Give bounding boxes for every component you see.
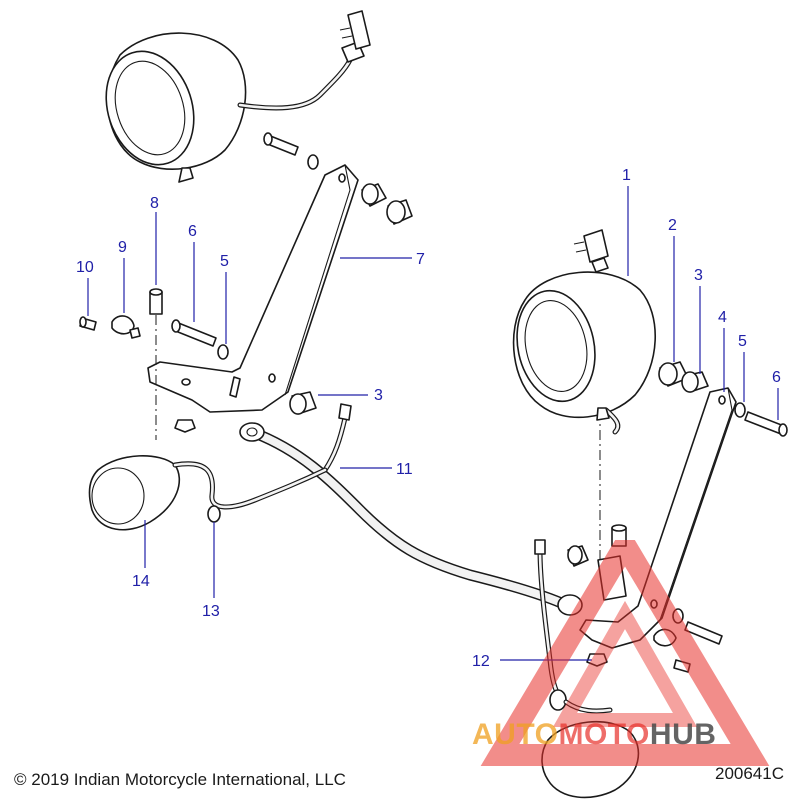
upper-spacer-pair bbox=[361, 183, 413, 225]
callout-12: 12 bbox=[472, 653, 490, 670]
watermark-auto: AUTO bbox=[472, 718, 559, 751]
callout-11: 11 bbox=[396, 461, 413, 478]
callout-14: 14 bbox=[132, 573, 150, 590]
right-headlight bbox=[512, 229, 656, 435]
callout-6-left: 6 bbox=[188, 223, 197, 240]
watermark-wordmark: AUTOMOTOHUB bbox=[472, 718, 716, 752]
watermark-triangle-outer bbox=[480, 540, 770, 766]
callout-5-right: 5 bbox=[738, 333, 747, 350]
callout-3-right: 3 bbox=[694, 267, 703, 284]
callout-9: 9 bbox=[118, 239, 127, 256]
watermark-hub: HUB bbox=[649, 718, 717, 751]
callout-13: 13 bbox=[202, 603, 220, 620]
callout-2: 2 bbox=[668, 217, 677, 234]
left-headlight bbox=[105, 10, 371, 183]
callout-1: 1 bbox=[622, 167, 631, 184]
callout-numbers: 1 2 3 4 5 6 7 8 9 10 6 5 3 11 14 13 12 bbox=[76, 167, 781, 670]
left-mount-bracket bbox=[147, 164, 359, 413]
callout-10: 10 bbox=[76, 259, 94, 276]
watermark-triangle-inner bbox=[552, 600, 698, 727]
callout-4: 4 bbox=[718, 309, 727, 326]
copyright-notice: © 2019 Indian Motorcycle International, … bbox=[14, 770, 346, 789]
callout-6-right: 6 bbox=[772, 369, 781, 386]
left-small-hardware bbox=[79, 288, 229, 433]
leader-lines bbox=[87, 186, 779, 661]
callout-5-left: 5 bbox=[220, 253, 229, 270]
diagram-code: 200641C bbox=[714, 764, 784, 783]
right-spacers bbox=[658, 361, 709, 393]
callout-3-left: 3 bbox=[374, 387, 383, 404]
callout-7: 7 bbox=[416, 251, 425, 268]
left-turn-signal bbox=[88, 455, 328, 531]
left-spacer-3 bbox=[289, 391, 317, 415]
light-bar bbox=[239, 403, 583, 616]
callout-8: 8 bbox=[150, 195, 159, 212]
upper-left-bolt bbox=[263, 132, 319, 170]
watermark-triangle-logo bbox=[480, 540, 770, 766]
watermark-moto: MOTO bbox=[558, 718, 650, 751]
